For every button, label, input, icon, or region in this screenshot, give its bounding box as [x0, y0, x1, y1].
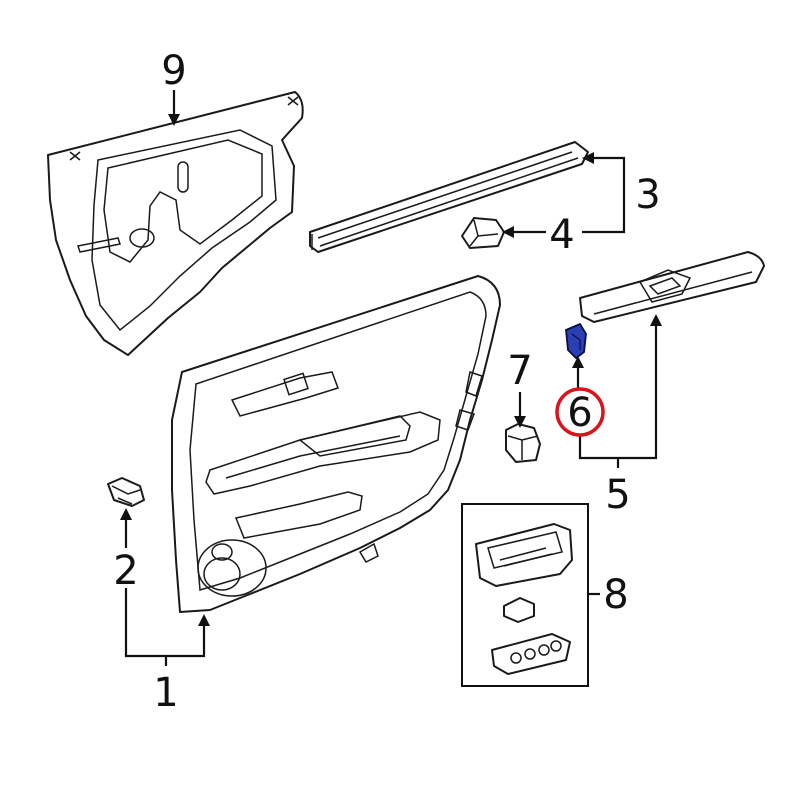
- part-1-door-trim[interactable]: [171, 275, 501, 613]
- part-3-belt-molding[interactable]: [309, 141, 589, 253]
- callout-8[interactable]: 8: [603, 572, 628, 618]
- part-8-switch-box[interactable]: [461, 503, 589, 687]
- callout-5[interactable]: 5: [605, 472, 630, 518]
- callout-2[interactable]: 2: [113, 548, 138, 594]
- highlight-ring: [555, 387, 605, 437]
- leader-lines: [120, 90, 662, 666]
- part-5-switch-bezel[interactable]: [579, 251, 765, 323]
- part-9-door-shield[interactable]: [47, 91, 304, 356]
- callout-7[interactable]: 7: [507, 348, 532, 394]
- callout-6[interactable]: 6: [567, 390, 592, 436]
- callout-1[interactable]: 1: [153, 670, 178, 716]
- part-4-clip[interactable]: [461, 217, 505, 249]
- callout-4[interactable]: 4: [549, 212, 574, 258]
- callout-9[interactable]: 9: [161, 48, 186, 94]
- callout-3[interactable]: 3: [635, 172, 660, 218]
- part-7-cover[interactable]: [505, 423, 541, 463]
- part-2-clip[interactable]: [107, 477, 145, 507]
- part-6-clip-highlighted[interactable]: [565, 322, 587, 360]
